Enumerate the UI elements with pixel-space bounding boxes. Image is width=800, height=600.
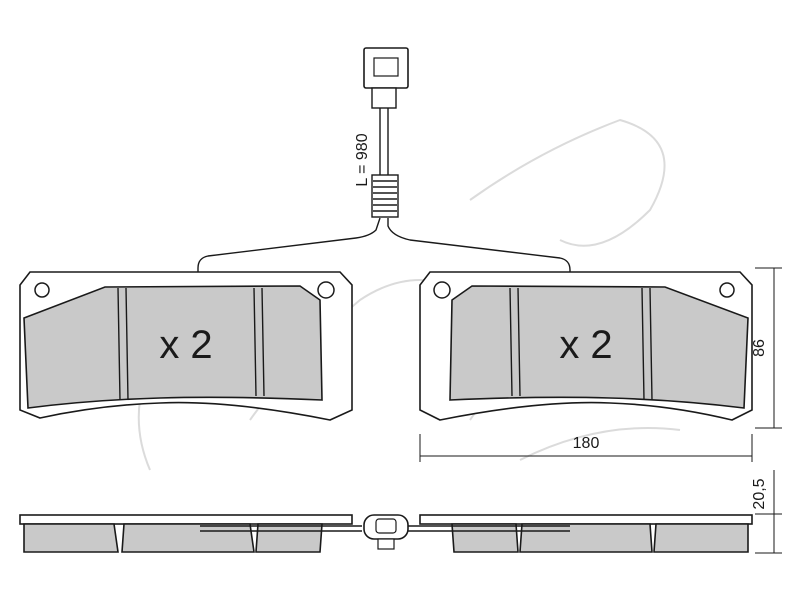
right-pad-groove-2 — [641, 287, 653, 401]
right-pad-friction-face — [449, 285, 749, 409]
right-pad-groove-1 — [509, 287, 521, 397]
left-pad-hole-left — [34, 282, 50, 298]
height-dimension-label: 86 — [751, 339, 768, 357]
left-pad-quantity: x 2 — [159, 323, 212, 367]
left-side-backplate — [19, 514, 353, 525]
sensor-length-label: L = 980 — [354, 133, 371, 186]
height-dimension: 86 — [751, 267, 782, 429]
left-pad-groove-2 — [253, 287, 265, 397]
right-pad-hole-right — [719, 282, 735, 298]
left-pad-groove-1 — [117, 287, 129, 401]
side-view — [19, 514, 753, 553]
side-sensor-wire — [200, 525, 570, 532]
right-side-backplate — [419, 514, 753, 525]
width-dimension-label: 180 — [573, 435, 600, 452]
left-brake-pad: x 2 — [19, 271, 353, 421]
right-pad-hole-left — [433, 281, 451, 299]
width-dimension: 180 — [419, 434, 753, 462]
wear-sensor: L = 980 — [197, 47, 571, 282]
left-pad-friction-face — [23, 285, 323, 409]
left-pad-hole-right — [317, 281, 335, 299]
thickness-dimension: 20,5 — [751, 470, 782, 554]
thickness-dimension-label: 20,5 — [751, 478, 768, 509]
right-pad-quantity: x 2 — [559, 323, 612, 367]
right-brake-pad: x 2 — [419, 271, 753, 421]
